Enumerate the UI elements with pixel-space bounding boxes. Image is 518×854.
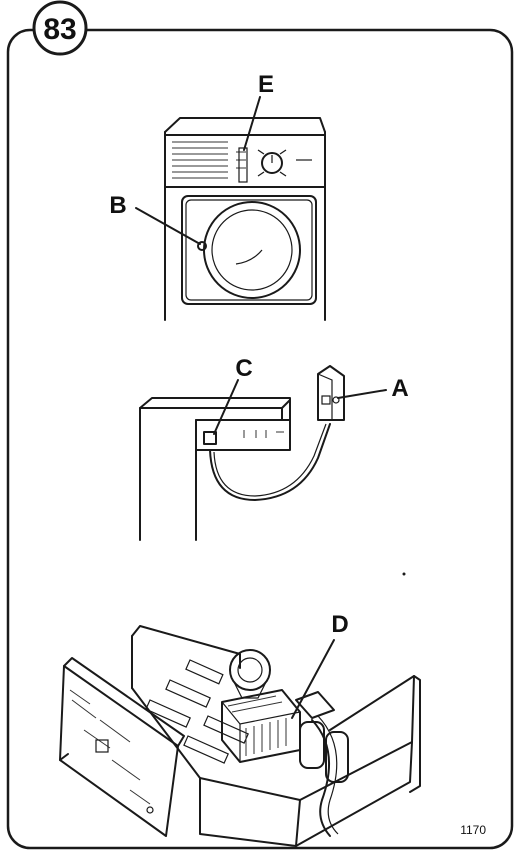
callout-e: E [258,71,274,98]
figure-number-badge: 83 [34,2,86,54]
figure-frame [8,30,512,848]
speck [403,573,406,576]
callout-d: D [331,611,348,638]
callout-c: C [235,355,252,382]
callout-b: B [109,192,126,219]
callout-a: A [391,375,408,402]
figure-number: 83 [43,13,76,46]
figure-reference-number: 1170 [460,823,486,837]
